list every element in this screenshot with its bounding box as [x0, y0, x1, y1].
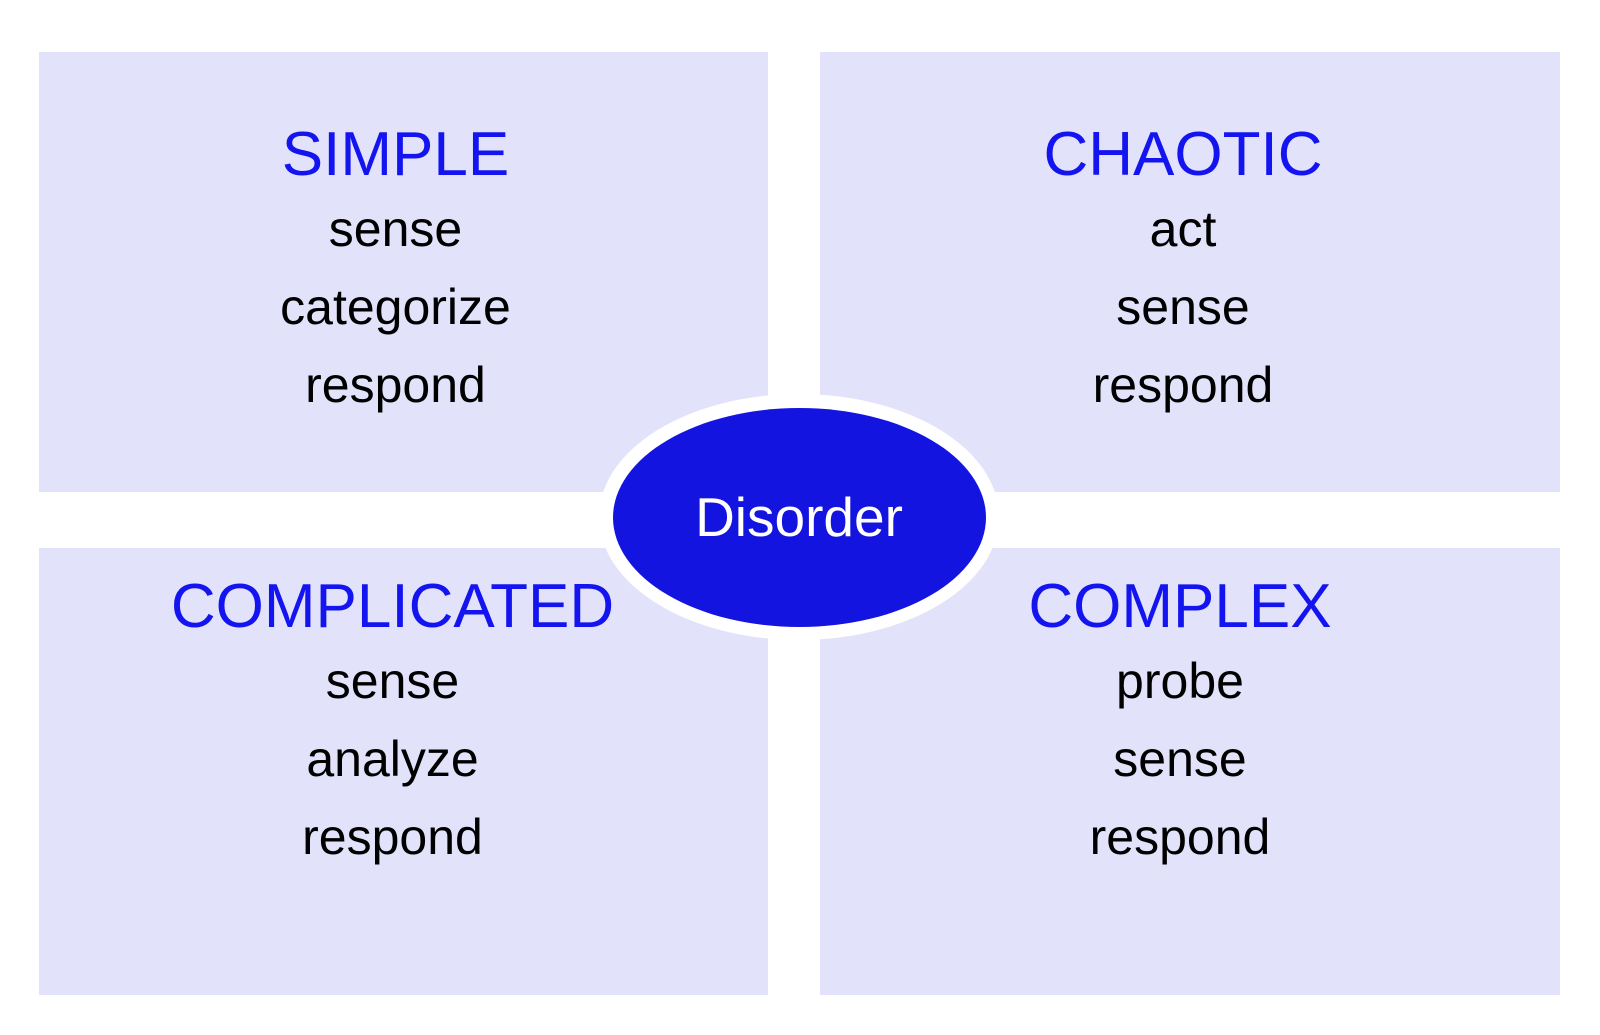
- quadrant-complicated-steps: sense analyze respond: [39, 656, 746, 862]
- quadrant-simple-steps: sense categorize respond: [39, 204, 752, 410]
- quadrant-complex-step-3: respond: [1089, 809, 1271, 865]
- quadrant-chaotic-content: CHAOTIC act sense respond: [820, 120, 1560, 411]
- quadrant-chaotic-step-1: act: [1149, 201, 1217, 257]
- quadrant-complicated-step-3: respond: [302, 809, 483, 865]
- quadrant-simple-title: SIMPLE: [281, 120, 510, 189]
- quadrant-complicated-step-2: analyze: [306, 731, 479, 787]
- quadrant-chaotic-step-2: sense: [1116, 279, 1250, 335]
- quadrant-complex-title: COMPLEX: [1028, 572, 1332, 641]
- quadrant-complicated-title: COMPLICATED: [170, 572, 615, 641]
- quadrant-complicated[interactable]: COMPLICATED sense analyze respond: [39, 548, 768, 995]
- quadrant-complex-step-2: sense: [1113, 731, 1247, 787]
- quadrant-complex-step-1: probe: [1116, 653, 1244, 709]
- quadrant-simple-content: SIMPLE sense categorize respond: [39, 120, 768, 411]
- quadrant-complex[interactable]: COMPLEX probe sense respond: [820, 548, 1560, 995]
- quadrant-complicated-content: COMPLICATED sense analyze respond: [39, 572, 768, 863]
- quadrant-chaotic[interactable]: CHAOTIC act sense respond: [820, 52, 1560, 492]
- disorder-label: Disorder: [695, 485, 903, 548]
- quadrant-complicated-step-1: sense: [325, 653, 460, 709]
- quadrant-chaotic-step-3: respond: [1092, 357, 1274, 413]
- disorder-ellipse-shape: Disorder: [612, 407, 986, 627]
- quadrant-simple-step-2: categorize: [280, 279, 511, 335]
- quadrant-simple[interactable]: SIMPLE sense categorize respond: [39, 52, 768, 492]
- quadrant-complex-steps: probe sense respond: [820, 656, 1540, 862]
- quadrant-simple-step-1: sense: [328, 201, 463, 257]
- center-disorder-node[interactable]: Disorder: [599, 394, 999, 640]
- quadrant-complex-content: COMPLEX probe sense respond: [820, 572, 1560, 863]
- quadrant-chaotic-steps: act sense respond: [820, 204, 1546, 410]
- quadrant-simple-step-3: respond: [305, 357, 486, 413]
- quadrant-chaotic-title: CHAOTIC: [1043, 120, 1323, 189]
